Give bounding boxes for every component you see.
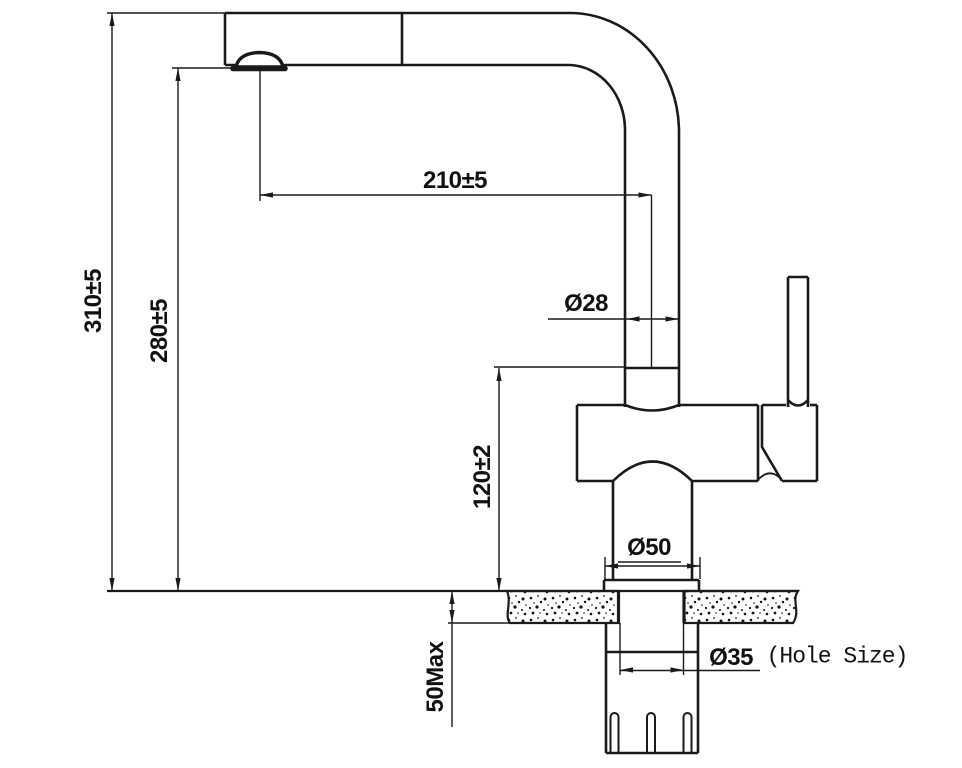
mounting-shank — [604, 623, 700, 755]
arrow-280-top — [175, 68, 181, 81]
label-base-diameter: Ø50 — [627, 534, 671, 561]
faucet-outline — [223, 11, 819, 755]
handle — [756, 275, 819, 483]
dim-hole-size — [619, 623, 760, 675]
dim-overall-height — [107, 12, 225, 591]
label-hole-diameter: Ø35 — [709, 644, 753, 671]
countertop — [107, 589, 801, 625]
dim-spout-height — [172, 67, 236, 591]
arrow-28-right — [665, 316, 679, 322]
dim-body-height — [494, 366, 626, 591]
arrow-50max-down — [449, 610, 455, 623]
label-spout-reach: 210±5 — [422, 167, 488, 194]
body-socket-dip — [624, 403, 680, 412]
arrow-120-bottom — [496, 578, 502, 591]
arrow-50max-up — [449, 591, 455, 604]
shank-slot-2 — [646, 712, 656, 753]
neck-arch-seam — [612, 460, 693, 482]
arrow-310-top — [109, 13, 115, 26]
handle-base-notch — [760, 405, 784, 482]
arrow-210-left — [260, 192, 273, 198]
countertop-right-slab — [682, 589, 801, 625]
base-plate — [602, 578, 701, 591]
handle-base-arc-detail — [756, 472, 780, 482]
dimension-lines — [107, 12, 760, 727]
aerator-dome — [233, 50, 286, 69]
arrow-50-right — [687, 563, 700, 569]
dimension-arrowheads — [109, 13, 700, 673]
dim-spout-reach — [259, 70, 653, 368]
arrow-50-left — [605, 563, 618, 569]
label-pipe-diameter: Ø28 — [564, 290, 608, 317]
spout-bottom-outline — [225, 63, 627, 407]
arrow-28-left — [626, 316, 640, 322]
shank-slot-1 — [609, 712, 620, 753]
arrow-120-top — [496, 368, 502, 381]
countertop-left-slab — [505, 589, 620, 625]
arrow-210-right — [638, 192, 652, 198]
label-overall-height: 310±5 — [80, 268, 107, 334]
arrow-35-left — [620, 667, 633, 673]
shank-slot-3 — [682, 712, 693, 753]
label-spout-height: 280±5 — [146, 298, 173, 364]
label-counter-thickness: 50Max — [422, 641, 449, 713]
dim-base-diameter — [604, 557, 701, 579]
dim-counter-thickness — [448, 591, 510, 727]
handle-lever-bottom-curve — [787, 399, 809, 407]
arrow-310-bottom — [109, 578, 115, 591]
arrow-35-right — [670, 667, 684, 673]
arrow-280-bottom — [175, 578, 181, 591]
spout-top-outline — [225, 11, 681, 407]
faucet-body — [575, 403, 760, 483]
label-body-height: 120±2 — [469, 444, 496, 510]
label-hole-note: (Hole Size) — [766, 643, 909, 670]
